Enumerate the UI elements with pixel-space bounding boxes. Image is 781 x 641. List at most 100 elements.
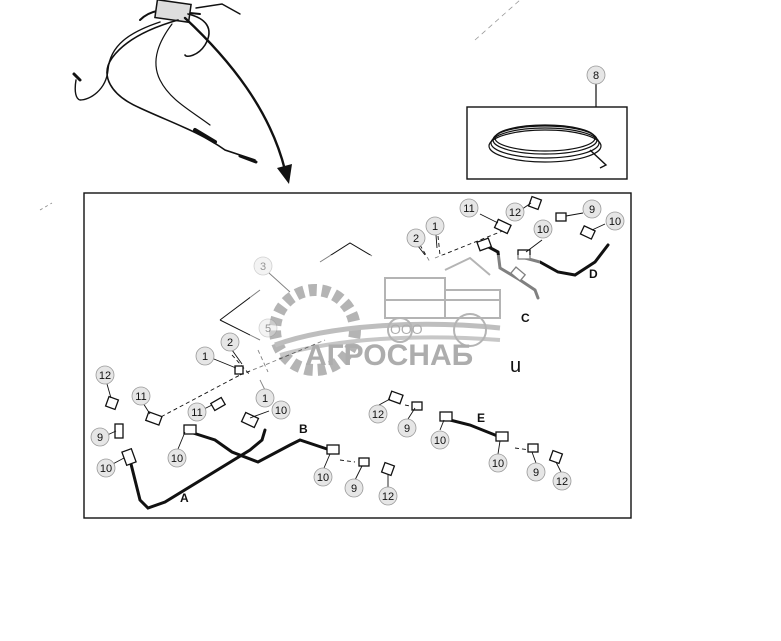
callout-10: 10	[488, 453, 508, 473]
callout-12: 12	[552, 471, 572, 491]
fittings	[104, 195, 596, 477]
callout-1: 1	[425, 216, 445, 236]
callout-number: 1	[432, 221, 438, 233]
callout-bubble	[344, 478, 364, 498]
callout-number: 10	[171, 453, 183, 465]
callout-number: 2	[227, 337, 233, 349]
callout-12: 12	[95, 365, 115, 385]
callout-number: 10	[275, 405, 287, 417]
fitting-nut	[326, 444, 340, 455]
tube-line-A	[128, 428, 267, 510]
callout-bubble	[406, 228, 426, 248]
fitting-nut	[209, 396, 227, 412]
callout-10: 10	[430, 430, 450, 450]
fitting-nut	[555, 212, 567, 222]
fitting-nut	[517, 249, 531, 260]
callout-number: 12	[372, 409, 384, 421]
tubing-coil-illustration	[488, 124, 608, 169]
fitting-nut	[548, 449, 564, 465]
callout-number: 11	[191, 407, 202, 419]
fitting-tee	[114, 423, 124, 439]
callout-number: 3	[260, 261, 266, 273]
callout-number: 10	[537, 224, 549, 236]
callout-bubble	[271, 400, 291, 420]
callout-number: 5	[265, 323, 271, 335]
fitting-nut	[527, 195, 543, 211]
callout-11: 11	[459, 198, 479, 218]
callout-5: 5	[258, 318, 278, 338]
callout-number: 12	[99, 370, 111, 382]
line-label-B: B	[299, 422, 308, 436]
fitting-nut	[476, 237, 493, 252]
callout-number: 9	[351, 483, 357, 495]
line-label-C: C	[521, 311, 530, 325]
callout-2: 2	[406, 228, 426, 248]
callout-bubble	[552, 471, 572, 491]
callout-number: 12	[556, 476, 568, 488]
callout-bubble	[425, 216, 445, 236]
callout-11: 11	[131, 386, 151, 406]
callout-bubble	[220, 332, 240, 352]
tube-line-B	[188, 430, 332, 464]
watermark-stray-letter: u	[510, 355, 521, 377]
callout-12: 12	[378, 486, 398, 506]
callout-3: 3	[253, 256, 273, 276]
callout-bubble	[167, 448, 187, 468]
callout-number: 12	[509, 207, 521, 219]
callout-bubble	[95, 365, 115, 385]
dashed-guide	[474, 0, 521, 41]
combine-harvester-icon	[384, 256, 501, 347]
callout-number: 8	[593, 70, 599, 82]
callout-number: 10	[609, 216, 621, 228]
callout-bubble	[187, 402, 207, 422]
fitting-nut	[411, 401, 423, 411]
callout-number: 2	[413, 233, 419, 245]
fitting-nut	[495, 431, 509, 442]
callout-bubble	[586, 65, 606, 85]
callout-number: 11	[463, 203, 474, 215]
diagram-frame	[83, 192, 632, 519]
callout-number: 9	[533, 467, 539, 479]
callout-9: 9	[582, 199, 602, 219]
fitting-nut	[579, 224, 596, 240]
callout-number: 12	[382, 491, 394, 503]
callout-10: 10	[271, 400, 291, 420]
callout-8: 8	[586, 65, 606, 85]
fitting-nut	[358, 457, 370, 467]
callout-number: 10	[434, 435, 446, 447]
callout-group: 8111291012103512112111110910101091212910…	[90, 65, 625, 506]
callout-bubble	[131, 386, 151, 406]
pointer-arrowhead	[277, 164, 292, 184]
agrosnab-watermark: ООО АГРОСНАБ	[250, 255, 540, 390]
callout-bubble	[313, 467, 333, 487]
callout-number: 10	[492, 458, 504, 470]
callout-11: 11	[187, 402, 207, 422]
watermark-company-prefix: ООО	[390, 321, 423, 337]
callout-9: 9	[344, 478, 364, 498]
callout-bubble	[258, 318, 278, 338]
fitting-nut	[121, 447, 137, 467]
callout-number: 9	[589, 204, 595, 216]
tube-line-C	[483, 243, 540, 300]
callout-bubble	[605, 211, 625, 231]
callout-bubble	[90, 427, 110, 447]
fitting-nut	[234, 365, 244, 375]
callout-bubble	[533, 219, 553, 239]
callout-bubble	[255, 388, 275, 408]
tube-line-D	[523, 243, 610, 277]
callout-number: 1	[202, 351, 208, 363]
callout-9: 9	[90, 427, 110, 447]
callout-10: 10	[605, 211, 625, 231]
fitting-nut	[387, 390, 404, 405]
callout-10: 10	[533, 219, 553, 239]
machine-outline	[219, 242, 373, 341]
callout-1: 1	[195, 346, 215, 366]
wiring-harness-assembly	[72, 0, 287, 172]
callout-10: 10	[167, 448, 187, 468]
callout-bubble	[195, 346, 215, 366]
callout-10: 10	[313, 467, 333, 487]
callout-10: 10	[96, 458, 116, 478]
callout-number: 9	[404, 423, 410, 435]
elbow-fitting	[493, 218, 512, 235]
watermark-company-name: АГРОСНАБ	[305, 339, 473, 372]
